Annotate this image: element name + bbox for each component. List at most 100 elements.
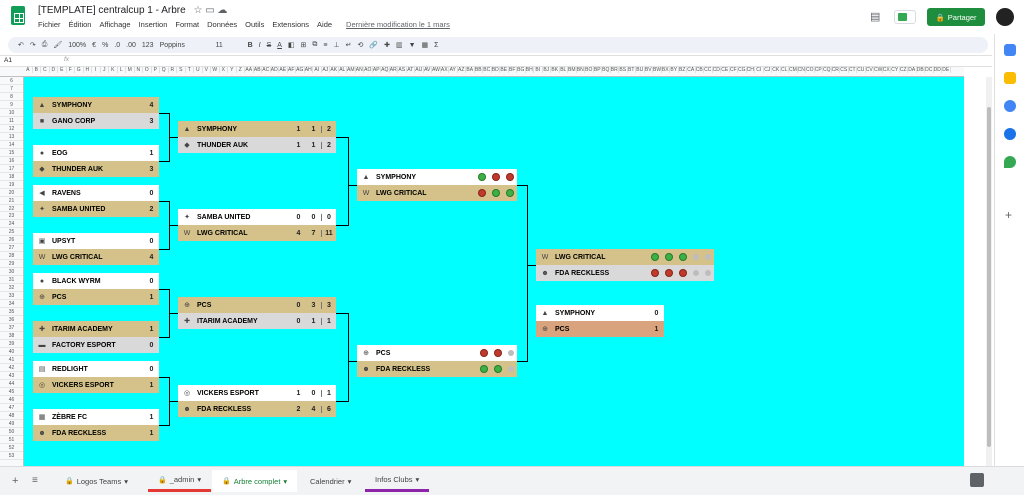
row-header-47[interactable]: 47	[0, 404, 23, 412]
print-icon[interactable]: ⎙	[41, 41, 48, 48]
column-header-DD[interactable]: DD	[933, 67, 942, 73]
column-header-CW[interactable]: CW	[874, 67, 883, 73]
column-header-AN[interactable]: AN	[355, 67, 364, 73]
column-header-Y[interactable]: Y	[228, 67, 237, 73]
align-left-icon[interactable]: ≡	[323, 41, 328, 49]
column-header-AS[interactable]: AS	[398, 67, 407, 73]
column-header-AL[interactable]: AL	[339, 67, 347, 73]
explore-icon[interactable]	[970, 473, 984, 487]
column-header-BO[interactable]: BO	[585, 67, 594, 73]
row-header-41[interactable]: 41	[0, 356, 23, 364]
column-header-AJ[interactable]: AJ	[322, 67, 330, 73]
chevron-down-icon[interactable]: ▾	[283, 476, 288, 486]
column-header-Z[interactable]: Z	[237, 67, 245, 73]
font-size-select[interactable]: 11	[215, 41, 223, 49]
row-header-24[interactable]: 24	[0, 220, 23, 229]
text-color-button[interactable]: A	[277, 41, 282, 49]
column-header-BS[interactable]: BS	[619, 67, 628, 73]
row-header-36[interactable]: 36	[0, 316, 23, 325]
column-header-CK[interactable]: CK	[772, 67, 781, 73]
column-header-BV[interactable]: BV	[644, 67, 653, 73]
format-select[interactable]: 123	[141, 41, 154, 49]
row-header-44[interactable]: 44	[0, 380, 23, 388]
column-header-R[interactable]: R	[169, 67, 177, 73]
share-button[interactable]: 🔒Partager	[927, 8, 985, 26]
column-header-AY[interactable]: AY	[449, 67, 458, 73]
cloud-icon[interactable]: ☁	[217, 5, 228, 16]
row-header-40[interactable]: 40	[0, 348, 23, 356]
column-header-AU[interactable]: AU	[415, 67, 424, 73]
merge-icon[interactable]: ⧉	[312, 41, 318, 48]
row-header-21[interactable]: 21	[0, 197, 23, 205]
font-select[interactable]: Poppins	[159, 41, 185, 49]
sheet-tab-3[interactable]: Calendrier▾	[300, 470, 361, 492]
row-header-30[interactable]: 30	[0, 268, 23, 277]
bold-button[interactable]: B	[247, 41, 253, 49]
add-sheet-icon[interactable]: +	[12, 475, 19, 487]
row-header-23[interactable]: 23	[0, 212, 23, 221]
valign-icon[interactable]: ⊥	[333, 42, 340, 49]
name-box[interactable]: A1	[4, 57, 12, 64]
scroll-thumb[interactable]	[987, 107, 991, 447]
column-header-M[interactable]: M	[126, 67, 135, 73]
column-header-BR[interactable]: BR	[610, 67, 619, 73]
column-header-AP[interactable]: AP	[372, 67, 381, 73]
column-header-BX[interactable]: BX	[661, 67, 670, 73]
row-header-6[interactable]: 6	[0, 77, 23, 85]
column-header-AM[interactable]: AM	[347, 67, 356, 73]
folder-icon[interactable]: ▭	[205, 5, 215, 16]
menu-6[interactable]: Outils	[245, 20, 265, 29]
team-row[interactable]: ☻FDA RECKLESS	[536, 265, 714, 281]
column-header-AZ[interactable]: AZ	[458, 67, 466, 73]
column-header-BI[interactable]: BI	[534, 67, 543, 73]
column-header-BZ[interactable]: BZ	[679, 67, 687, 73]
column-header-P[interactable]: P	[152, 67, 160, 73]
menu-7[interactable]: Extensions	[272, 20, 310, 29]
column-header-CA[interactable]: CA	[687, 67, 696, 73]
column-header-AA[interactable]: AA	[245, 67, 254, 73]
column-header-DA[interactable]: DA	[908, 67, 917, 73]
column-header-A[interactable]: A	[24, 67, 33, 73]
row-header-7[interactable]: 7	[0, 85, 23, 93]
row-header-50[interactable]: 50	[0, 428, 23, 436]
column-header-T[interactable]: T	[186, 67, 194, 73]
strike-button[interactable]: S	[266, 41, 272, 49]
column-header-V[interactable]: V	[203, 67, 211, 73]
zoom-select[interactable]: 100%	[68, 41, 87, 49]
column-header-AC[interactable]: AC	[262, 67, 271, 73]
filter-views-icon[interactable]: ▦	[421, 42, 429, 49]
chevron-down-icon[interactable]: ▾	[124, 476, 128, 486]
all-sheets-icon[interactable]: ≡	[32, 475, 38, 486]
row-header-12[interactable]: 12	[0, 125, 23, 133]
column-header-O[interactable]: O	[143, 67, 152, 73]
column-header-N[interactable]: N	[135, 67, 143, 73]
column-header-CE[interactable]: CE	[721, 67, 730, 73]
row-header-27[interactable]: 27	[0, 244, 23, 253]
column-header-BW[interactable]: BW	[653, 67, 662, 73]
column-header-U[interactable]: U	[194, 67, 203, 73]
row-header-37[interactable]: 37	[0, 324, 23, 332]
column-header-BT[interactable]: BT	[628, 67, 636, 73]
column-header-Q[interactable]: Q	[160, 67, 169, 73]
row-header-38[interactable]: 38	[0, 332, 23, 340]
chevron-down-icon[interactable]: ▾	[347, 476, 352, 486]
row-header-11[interactable]: 11	[0, 117, 23, 125]
column-header-CS[interactable]: CS	[840, 67, 849, 73]
row-header-8[interactable]: 8	[0, 93, 23, 101]
fill-color-icon[interactable]: ◧	[287, 42, 295, 49]
menu-1[interactable]: Édition	[68, 20, 92, 29]
row-header-35[interactable]: 35	[0, 308, 23, 317]
column-header-BM[interactable]: BM	[568, 67, 577, 73]
column-header-CJ[interactable]: CJ	[764, 67, 772, 73]
